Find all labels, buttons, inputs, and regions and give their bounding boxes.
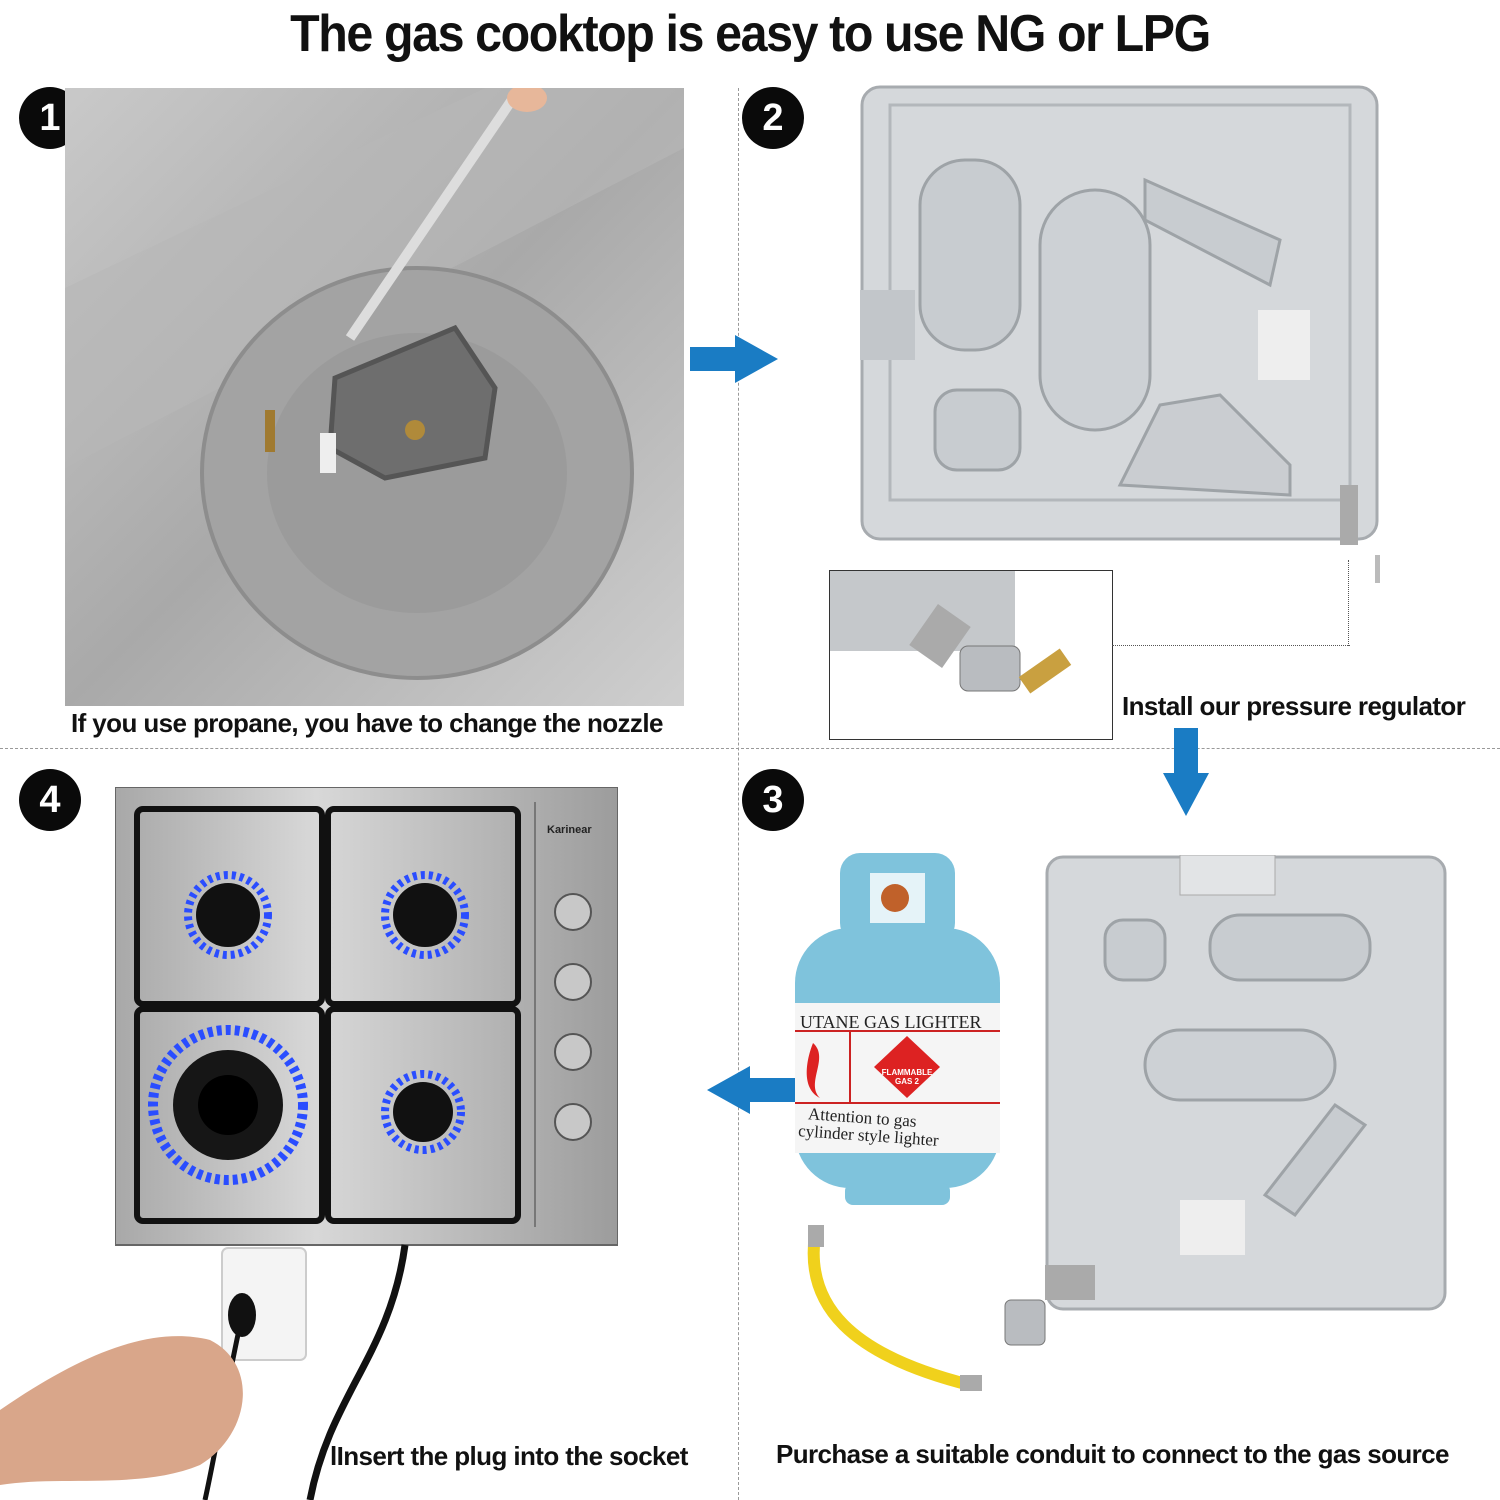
step-4-caption: lInsert the plug into the socket — [330, 1441, 688, 1471]
step-2-badge: 2 — [742, 87, 804, 149]
inset-leader-line — [1112, 645, 1350, 646]
regulator-inset — [829, 570, 1113, 740]
step-3-caption: Purchase a suitable conduit to connect t… — [776, 1439, 1449, 1469]
vertical-divider — [738, 88, 739, 1500]
cylinder-label-top: UTANE GAS LIGHTER — [800, 1012, 982, 1032]
arrow-left-icon — [707, 1066, 795, 1114]
cooktop-brand-label: Karinear — [547, 824, 592, 836]
step-1-caption: If you use propane, you have to change t… — [71, 708, 663, 738]
nozzle-change-photo — [65, 88, 684, 706]
step-3-badge: 3 — [742, 769, 804, 831]
arrow-down-icon — [1163, 728, 1209, 816]
cylinder-label-diamond: FLAMMABLE GAS 2 — [881, 1068, 933, 1086]
page-title: The gas cooktop is easy to use NG or LPG — [290, 5, 1211, 63]
cooktop-underside-photo — [860, 85, 1380, 583]
plug-socket-photo — [0, 1244, 409, 1500]
cooktop-underside-with-regulator-photo — [1004, 855, 1447, 1346]
gas-hose-icon — [807, 1225, 982, 1391]
cooktop-photo — [115, 787, 618, 1246]
gas-cylinder-icon — [795, 853, 1000, 1205]
horizontal-divider — [0, 748, 1500, 749]
arrow-right-icon — [690, 335, 778, 383]
inset-leader-line-vertical — [1348, 560, 1349, 646]
step-4-badge: 4 — [19, 769, 81, 831]
step-2-caption: Install our pressure regulator — [1122, 691, 1466, 721]
